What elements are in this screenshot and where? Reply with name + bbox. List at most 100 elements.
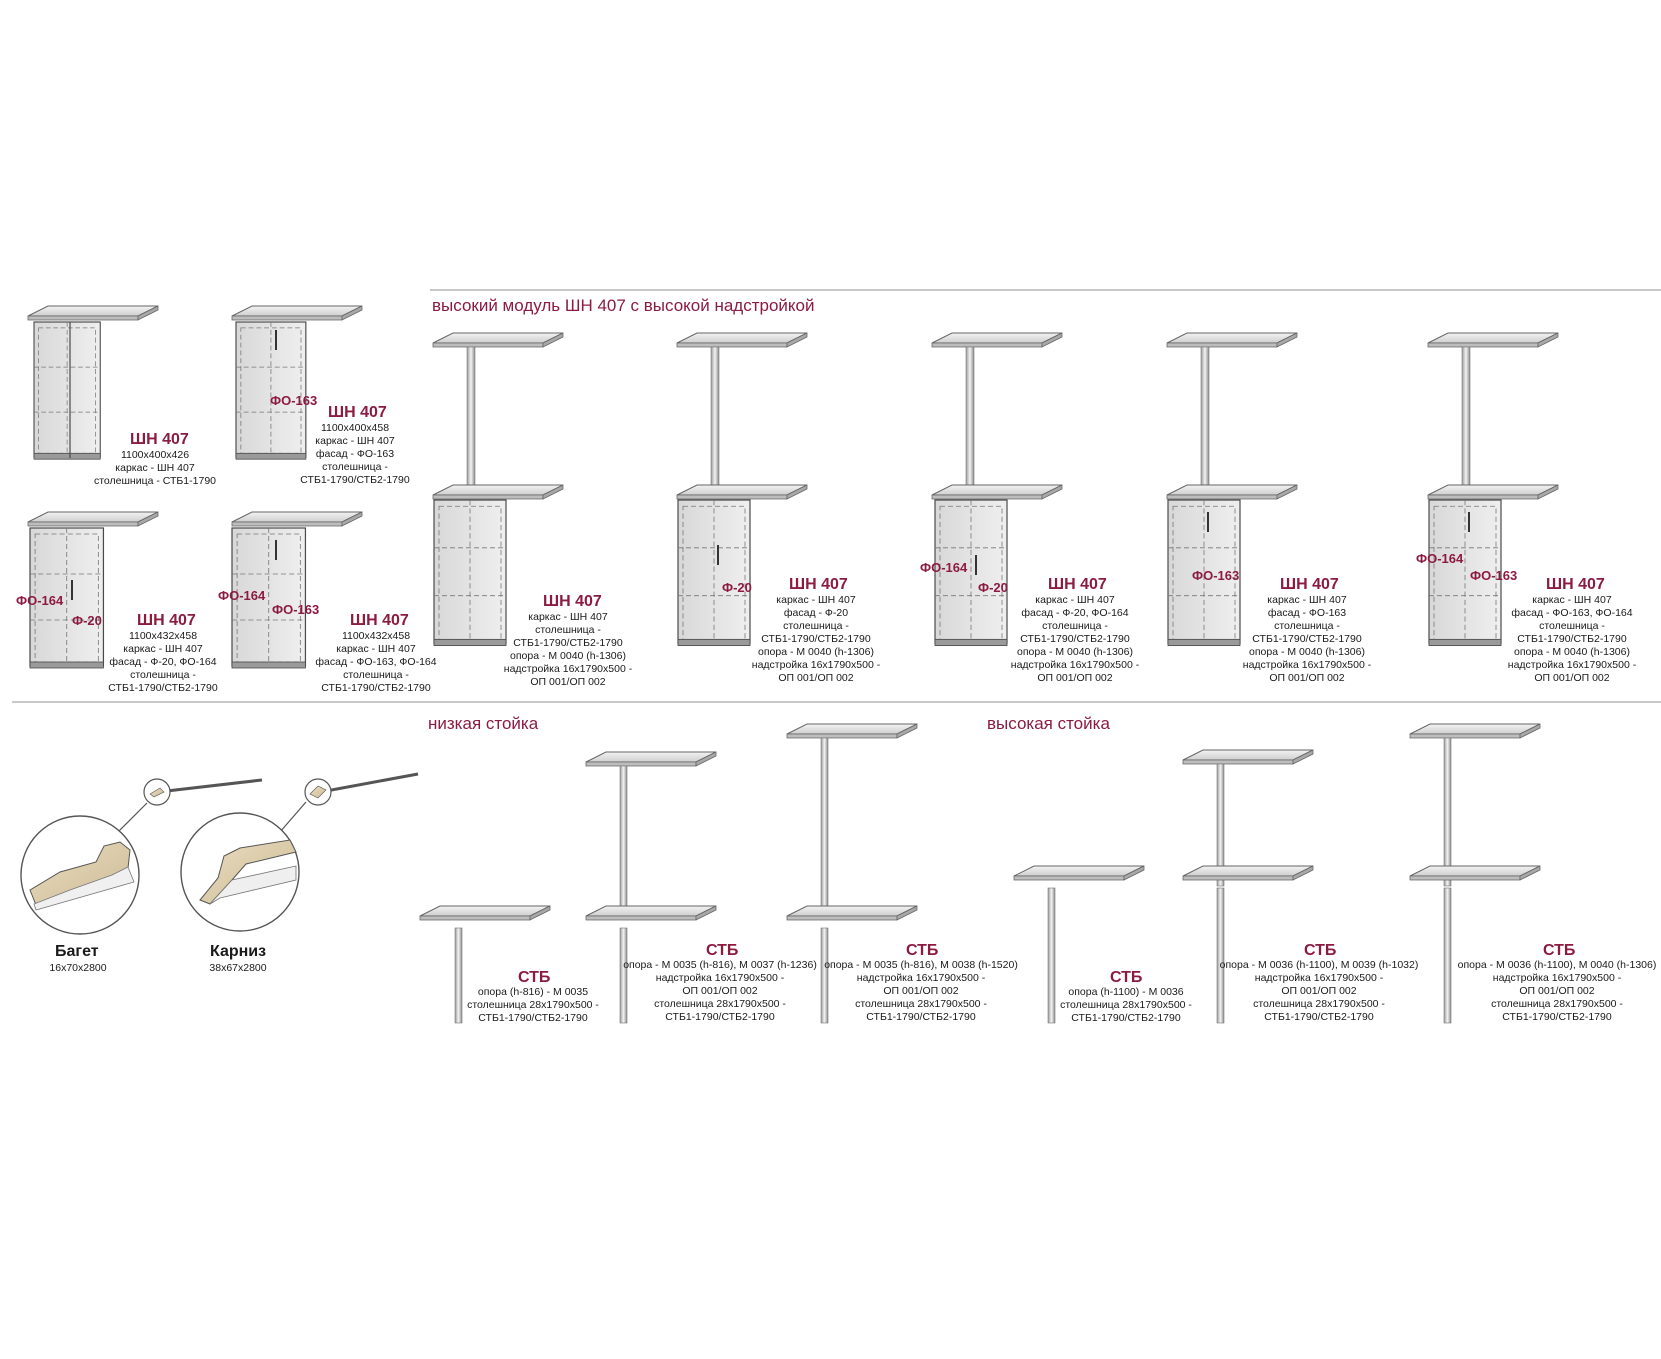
tall-module-3-line-3: столешница - (1042, 620, 1108, 632)
module-4-line-5: СТБ1-1790/СТБ2-1790 (321, 682, 431, 694)
tall-module-2-line-1: каркас - ШН 407 (776, 594, 856, 606)
tall-module-4-line-7: ОП 001/ОП 002 (1269, 672, 1344, 684)
stand-5-line-5: СТБ1-1790/СТБ2-1790 (1264, 1011, 1374, 1023)
tall-module-2-line-6: надстройка 16x1790x500 - (752, 659, 881, 671)
tall-module-3-line-5: опора - М 0040 (h-1306) (1017, 646, 1133, 658)
stand-4-code: СТБ (1110, 969, 1142, 986)
stand-6-line-4: столешница 28x1790x500 - (1491, 998, 1623, 1010)
module-4-line-2: каркас - ШН 407 (336, 643, 416, 655)
module-drawing-3: ФО-164 Ф-20 ШН 407 1100x432x458 каркас -… (16, 511, 218, 694)
tall-module-2-tag-1: Ф-20 (722, 580, 752, 595)
baget-name: Багет (55, 943, 99, 960)
stand-5-line-1: опора - М 0036 (h-1100), М 0039 (h-1032) (1220, 959, 1419, 971)
tall-module-5-line-4: СТБ1-1790/СТБ2-1790 (1517, 633, 1627, 645)
stand-6: СТБ опора - М 0036 (h-1100), М 0040 (h-1… (1409, 723, 1657, 1024)
tall-module-4-line-2: фасад - ФО-163 (1268, 607, 1346, 619)
tall-module-4-line-4: СТБ1-1790/СТБ2-1790 (1252, 633, 1362, 645)
module-4-code: ШН 407 (350, 612, 409, 629)
tall-module-5-line-6: надстройка 16x1790x500 - (1508, 659, 1637, 671)
module-3-line-2: каркас - ШН 407 (123, 643, 203, 655)
module-4-line-3: фасад - ФО-163, ФО-164 (315, 656, 436, 668)
stand-3-line-4: столешница 28x1790x500 - (855, 998, 987, 1010)
stand-5: СТБ опора - М 0036 (h-1100), М 0039 (h-1… (1182, 749, 1419, 1024)
module-1-line-2: каркас - ШН 407 (115, 462, 195, 474)
stand-4-line-2: столешница 28x1790x500 - (1060, 999, 1192, 1011)
tall-module-1-line-4: опора - М 0040 (h-1306) (510, 650, 626, 662)
baget-profile-drawing: Багет 16x70x2800 (20, 778, 263, 974)
tall-module-5-line-7: ОП 001/ОП 002 (1534, 672, 1609, 684)
module-drawing-2: ФО-163 ШН 407 1100x400x458 каркас - ШН 4… (231, 305, 410, 486)
tall-module-3-line-7: ОП 001/ОП 002 (1037, 672, 1112, 684)
module-3-line-3: фасад - Ф-20, ФО-164 (109, 656, 216, 668)
section-title-low-stand: низкая стойка (428, 714, 539, 733)
tall-module-2-line-5: опора - М 0040 (h-1306) (758, 646, 874, 658)
tall-module-2: Ф-20 ШН 407 каркас - ШН 407 фасад - Ф-20… (676, 332, 881, 684)
module-4-tag-2: ФО-163 (272, 602, 319, 617)
stand-3-line-3: ОП 001/ОП 002 (883, 985, 958, 997)
stand-5-line-3: ОП 001/ОП 002 (1281, 985, 1356, 997)
module-2-tag-1: ФО-163 (270, 393, 317, 408)
stand-1-code: СТБ (518, 969, 550, 986)
stand-2: СТБ опора - М 0035 (h-816), М 0037 (h-12… (585, 751, 817, 1024)
module-3-tag-2: Ф-20 (72, 613, 102, 628)
tall-module-5-line-3: столешница - (1539, 620, 1605, 632)
stand-3: СТБ опора - М 0035 (h-816), М 0038 (h-15… (786, 723, 1018, 1024)
stand-1-line-1: опора (h-816) - М 0035 (478, 986, 588, 998)
karniz-profile-drawing: Карниз 38x67x2800 (180, 772, 419, 974)
tall-module-4-tag-1: ФО-163 (1192, 568, 1239, 583)
module-drawing-4: ФО-164 ФО-163 ШН 407 1100x432x458 каркас… (218, 511, 437, 694)
module-2-line-4: столешница - (322, 461, 388, 473)
tall-module-4-line-1: каркас - ШН 407 (1267, 594, 1347, 606)
tall-module-2-line-4: СТБ1-1790/СТБ2-1790 (761, 633, 871, 645)
stand-3-line-2: надстройка 16x1790x500 - (857, 972, 986, 984)
tall-module-2-line-3: столешница - (783, 620, 849, 632)
stand-2-line-3: ОП 001/ОП 002 (682, 985, 757, 997)
module-3-line-4: столешница - (130, 669, 196, 681)
tall-module-5-code: ШН 407 (1546, 576, 1605, 593)
module-2-line-2: каркас - ШН 407 (315, 435, 395, 447)
tall-module-1-code: ШН 407 (543, 593, 602, 610)
stand-1-line-3: СТБ1-1790/СТБ2-1790 (478, 1012, 588, 1024)
tall-module-4-code: ШН 407 (1280, 576, 1339, 593)
stand-4: СТБ опора (h-1100) - М 0036 столешница 2… (1013, 865, 1192, 1024)
stand-6-line-3: ОП 001/ОП 002 (1519, 985, 1594, 997)
tall-module-4: ФО-163 ШН 407 каркас - ШН 407 фасад - ФО… (1166, 332, 1372, 684)
tall-module-4-line-5: опора - М 0040 (h-1306) (1249, 646, 1365, 658)
stand-2-line-4: столешница 28x1790x500 - (654, 998, 786, 1010)
tall-module-1-line-5: надстройка 16x1790x500 - (504, 663, 633, 675)
stand-2-line-2: надстройка 16x1790x500 - (656, 972, 785, 984)
tall-module-1-line-2: столешница - (535, 624, 601, 636)
tall-module-2-line-7: ОП 001/ОП 002 (778, 672, 853, 684)
module-3-tag-1: ФО-164 (16, 593, 64, 608)
stand-6-line-5: СТБ1-1790/СТБ2-1790 (1502, 1011, 1612, 1023)
module-2-code: ШН 407 (328, 404, 387, 421)
stand-5-line-2: надстройка 16x1790x500 - (1255, 972, 1384, 984)
stand-6-line-1: опора - М 0036 (h-1100), М 0040 (h-1306) (1458, 959, 1657, 971)
module-4-tag-1: ФО-164 (218, 588, 266, 603)
tall-module-5-line-5: опора - М 0040 (h-1306) (1514, 646, 1630, 658)
stand-2-code: СТБ (706, 942, 738, 959)
tall-module-5-tag-2: ФО-163 (1470, 568, 1517, 583)
tall-module-3-tag-1: ФО-164 (920, 560, 968, 575)
module-4-line-1: 1100x432x458 (342, 630, 410, 642)
tall-module-2-code: ШН 407 (789, 576, 848, 593)
tall-module-1-line-6: ОП 001/ОП 002 (530, 676, 605, 688)
module-3-line-1: 1100x432x458 (129, 630, 197, 642)
stand-3-code: СТБ (906, 942, 938, 959)
module-4-line-4: столешница - (343, 669, 409, 681)
stand-4-line-3: СТБ1-1790/СТБ2-1790 (1071, 1012, 1181, 1024)
section-title-high-stand: высокая стойка (987, 714, 1110, 733)
module-1-code: ШН 407 (130, 431, 189, 448)
tall-module-1-line-1: каркас - ШН 407 (528, 611, 608, 623)
module-1-line-1: 1100x400x426 (121, 449, 189, 461)
module-drawing-1: ШН 407 1100x400x426 каркас - ШН 407 стол… (27, 305, 216, 487)
module-2-line-1: 1100x400x458 (321, 422, 389, 434)
stand-3-line-1: опора - М 0035 (h-816), М 0038 (h-1520) (824, 959, 1018, 971)
karniz-size: 38x67x2800 (209, 962, 266, 974)
module-3-line-5: СТБ1-1790/СТБ2-1790 (108, 682, 218, 694)
stand-3-line-5: СТБ1-1790/СТБ2-1790 (866, 1011, 976, 1023)
tall-module-5: ФО-164 ФО-163 ШН 407 каркас - ШН 407 фас… (1416, 332, 1637, 684)
tall-module-3-line-4: СТБ1-1790/СТБ2-1790 (1020, 633, 1130, 645)
tall-module-3-line-6: надстройка 16x1790x500 - (1011, 659, 1140, 671)
